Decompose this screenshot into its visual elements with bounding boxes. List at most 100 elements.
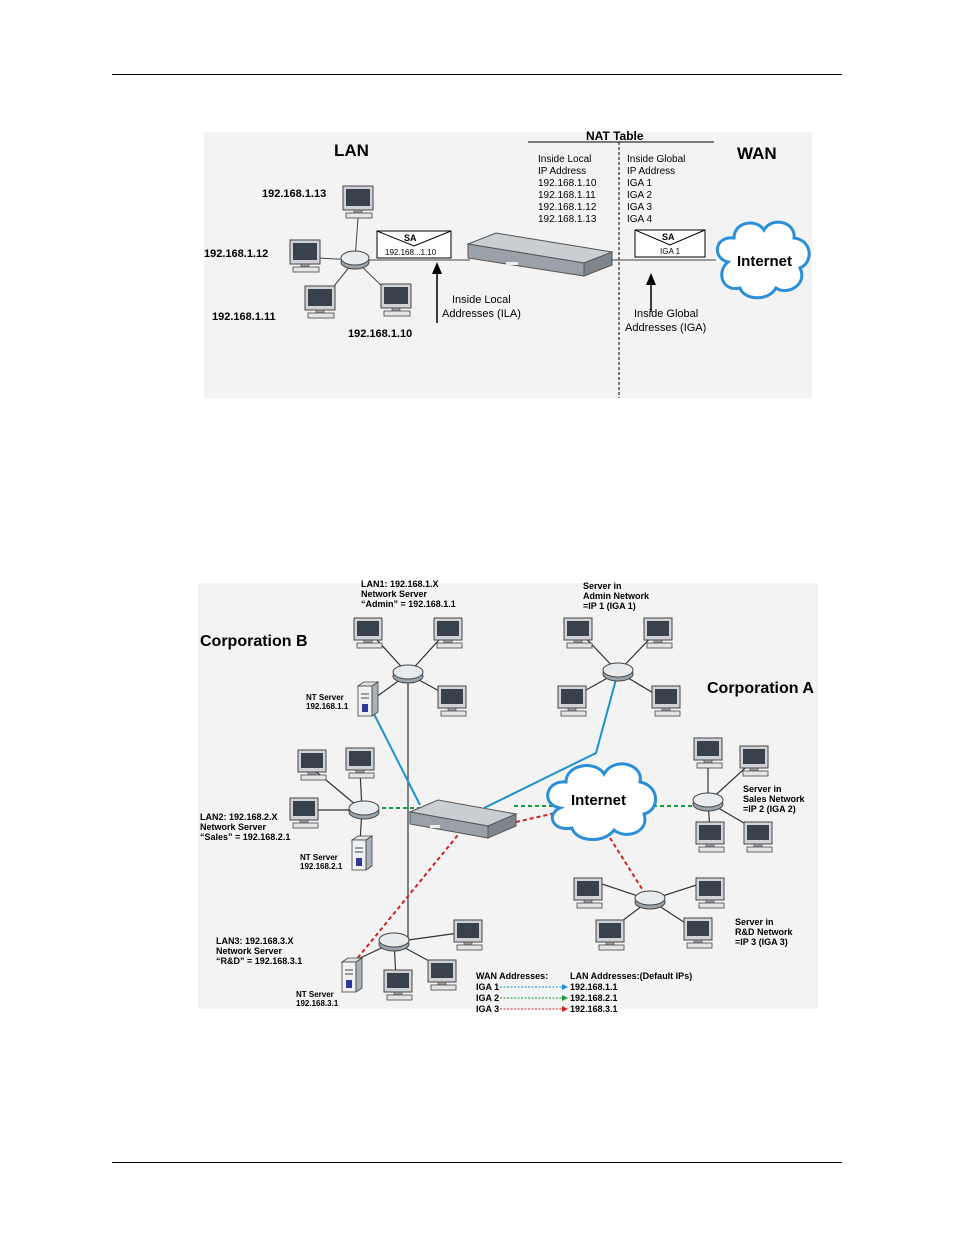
rd-server-label: =IP 3 (IGA 3) [735, 937, 788, 947]
nat-router-icon [466, 232, 614, 277]
iga-label: Inside Global [634, 308, 698, 320]
nat-table-title: NAT Table [586, 129, 644, 143]
legend-lan-header: LAN Addresses:(Default IPs) [570, 971, 692, 981]
pc-icon [563, 617, 593, 649]
pc-icon [289, 239, 321, 273]
legend-wan-value: IGA 1 [476, 982, 499, 992]
rd-server-label: R&D Network [735, 927, 794, 937]
pc-icon [433, 617, 463, 649]
pc-icon [643, 617, 673, 649]
internet-cloud-icon: Internet [716, 220, 811, 300]
lan2-label: “Sales” = 192.168.2.1 [200, 832, 290, 842]
nat-row-global: IGA 2 [627, 190, 652, 201]
pc-icon [383, 969, 413, 1001]
nat-row-local: 192.168.1.12 [538, 202, 597, 213]
nat-router-icon [408, 799, 518, 839]
lan3-label: LAN3: 192.168.3.X [216, 936, 294, 946]
ila-label: Inside Local [452, 294, 511, 306]
lan1-label: LAN1: 192.168.1.X [361, 579, 439, 589]
nat-row-global: IGA 3 [627, 202, 652, 213]
host-ip-label: 192.168.1.11 [212, 311, 276, 323]
packet-address: 192.168...1.10 [385, 248, 437, 257]
iga-label: Addresses (IGA) [625, 322, 706, 334]
pc-icon [345, 747, 375, 779]
server-icon [357, 681, 379, 717]
wan-label: WAN [737, 144, 777, 163]
hub-icon [392, 664, 424, 684]
network-labels: LAN1: 192.168.1.X Network Server “Admin”… [200, 579, 806, 1008]
nat-row-global: IGA 4 [627, 214, 652, 225]
hub-icon [340, 250, 370, 270]
nat-row-global: IGA 1 [627, 178, 652, 189]
nat-local-header-2: IP Address [538, 166, 586, 177]
host-ip-label: 192.168.1.13 [262, 188, 326, 200]
iga-arrow-icon [646, 273, 656, 312]
nt-server-label: NT Server [296, 990, 334, 999]
packet-address: IGA 1 [660, 247, 681, 256]
pc-icon [427, 959, 457, 991]
packet-sa-label: SA [662, 232, 675, 242]
arrow-icon [562, 984, 568, 990]
host-ip-label: 192.168.1.12 [204, 248, 268, 260]
pc-icon [289, 797, 319, 829]
server-icon [341, 957, 363, 993]
address-legend: WAN Addresses: LAN Addresses:(Default IP… [476, 971, 692, 1014]
corp-b-label: Corporation B [200, 633, 308, 650]
nat-global-header-2: IP Address [627, 166, 675, 177]
legend-lan-value: 192.168.3.1 [570, 1004, 618, 1014]
pc-icon [353, 617, 383, 649]
arrow-icon [562, 995, 568, 1001]
nt-server-label: 192.168.2.1 [300, 862, 343, 871]
pc-icon [683, 917, 713, 949]
rd-server-label: Server in [735, 917, 774, 927]
hub-icon [602, 662, 634, 682]
nt-server-label: NT Server [300, 853, 338, 862]
internet-label: Internet [737, 253, 792, 270]
admin-server-label: Admin Network [583, 591, 650, 601]
footer-rule [112, 1162, 842, 1163]
pc-icon [557, 685, 587, 717]
nat-row-local: 192.168.1.10 [538, 178, 597, 189]
hub-icon [634, 890, 666, 910]
pc-icon [297, 749, 327, 781]
nt-server-label: 192.168.3.1 [296, 999, 339, 1008]
pc-icon [595, 919, 625, 951]
nt-server-label: 192.168.1.1 [306, 702, 349, 711]
nat-table: Inside Local IP Address Inside Global IP… [538, 154, 685, 225]
admin-server-label: =IP 1 (IGA 1) [583, 601, 636, 611]
legend-wan-value: IGA 3 [476, 1004, 499, 1014]
multi-network-diagram: Corporation B Corporation A [198, 579, 818, 1014]
pc-icon [380, 283, 412, 317]
pc-icon [342, 185, 374, 219]
hub-icon [348, 800, 380, 820]
lan-packet-envelope: SA 192.168...1.10 [376, 230, 452, 259]
pc-icon [573, 877, 603, 909]
pc-icon [695, 821, 725, 853]
nat-diagram: LAN WAN NAT Table Inside Local IP Addres… [204, 129, 812, 398]
nat-local-header-1: Inside Local [538, 154, 591, 165]
pc-icon [695, 877, 725, 909]
lan3-label: Network Server [216, 946, 283, 956]
nat-global-header-1: Inside Global [627, 154, 685, 165]
pc-icon [743, 821, 773, 853]
packet-sa-label: SA [404, 233, 417, 243]
legend-wan-value: IGA 2 [476, 993, 499, 1003]
host-labels: 192.168.1.13 192.168.1.12 192.168.1.11 1… [204, 188, 412, 340]
lan1-label: Network Server [361, 589, 428, 599]
lan3-label: “R&D” = 192.168.3.1 [216, 956, 302, 966]
arrow-icon [562, 1006, 568, 1012]
pc-icon [651, 685, 681, 717]
header-rule [112, 74, 842, 75]
nat-row-local: 192.168.1.11 [538, 190, 596, 201]
internet-label: Internet [571, 792, 626, 809]
pc-icon [693, 737, 723, 769]
ila-arrow-icon [432, 262, 442, 323]
legend-lan-value: 192.168.2.1 [570, 993, 618, 1003]
pc-icon [453, 919, 483, 951]
ila-label: Addresses (ILA) [442, 308, 521, 320]
lan2-label: Network Server [200, 822, 267, 832]
legend-lan-value: 192.168.1.1 [570, 982, 618, 992]
hub-icon [378, 932, 410, 952]
host-ip-label: 192.168.1.10 [348, 328, 412, 340]
pc-icon [739, 745, 769, 777]
